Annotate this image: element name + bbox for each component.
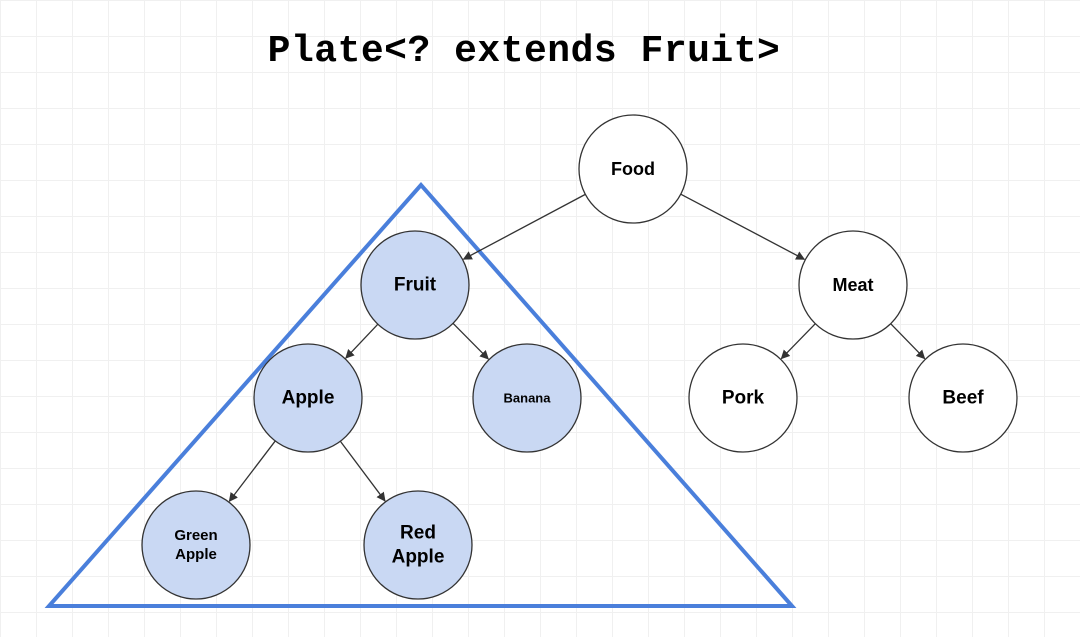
node-label-green-apple: Green [174, 527, 217, 544]
edge-food-to-meat [680, 193, 806, 260]
edge-meat-to-beef [890, 323, 926, 360]
node-circle-green-apple [141, 490, 251, 600]
edge-apple-to-red-apple [339, 440, 386, 502]
edges-layer [228, 193, 926, 502]
node-label-red-apple: Apple [392, 546, 445, 567]
node-apple: Apple [253, 343, 363, 453]
node-circle-beef [908, 343, 1018, 453]
node-label-food: Food [611, 159, 655, 179]
node-circle-food [578, 114, 688, 224]
extends-fruit-region [44, 181, 797, 608]
node-label-fruit: Fruit [394, 275, 437, 296]
edge-apple-to-green-apple [228, 440, 276, 502]
node-label-apple: Apple [282, 388, 335, 409]
edge-fruit-to-banana [452, 322, 489, 360]
edge-fruit-to-apple [345, 323, 379, 359]
node-circle-meat [798, 230, 908, 340]
node-banana: Banana [472, 343, 582, 453]
node-label-pork: Pork [722, 388, 765, 409]
node-circle-pork [688, 343, 798, 453]
node-label-green-apple: Apple [175, 546, 217, 563]
diagram-title: Plate<? extends Fruit> [267, 30, 781, 73]
node-pork: Pork [688, 343, 798, 453]
node-label-red-apple: Red [400, 523, 436, 544]
node-label-beef: Beef [942, 388, 984, 409]
node-circle-apple [253, 343, 363, 453]
node-food: Food [578, 114, 688, 224]
node-fruit: Fruit [360, 230, 470, 340]
node-circle-banana [472, 343, 582, 453]
edge-food-to-fruit [462, 193, 586, 260]
node-meat: Meat [798, 230, 908, 340]
node-circle-fruit [360, 230, 470, 340]
node-label-meat: Meat [832, 275, 873, 295]
node-label-banana: Banana [504, 391, 552, 406]
node-beef: Beef [908, 343, 1018, 453]
node-circle-red-apple [363, 490, 473, 600]
edge-meat-to-pork [780, 323, 816, 360]
